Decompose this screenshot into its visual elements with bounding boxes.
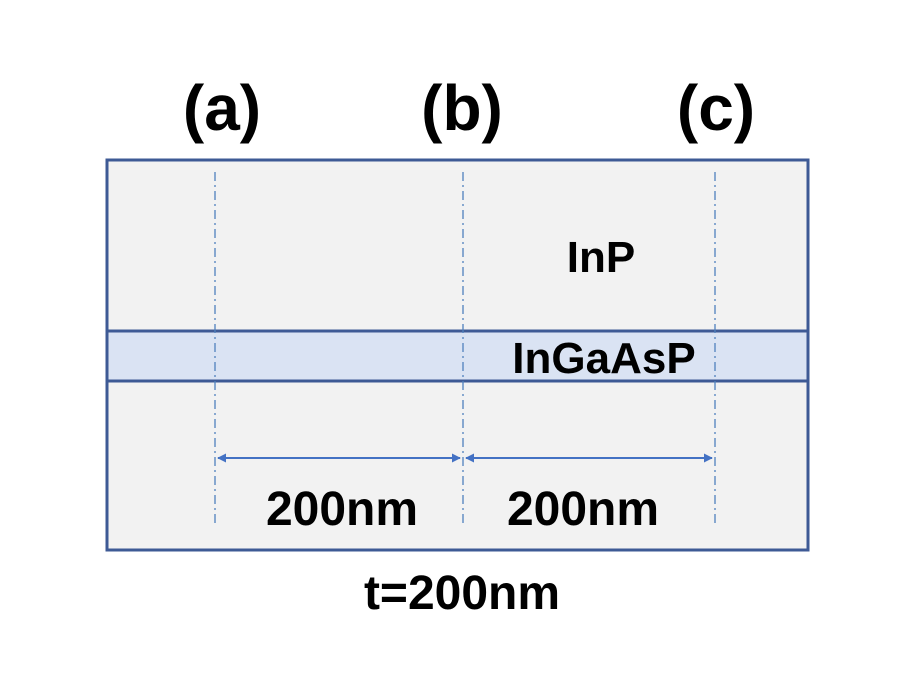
- right-span-label: 200nm: [507, 483, 659, 536]
- top-layer-label: InP: [567, 233, 635, 282]
- left-span-label: 200nm: [266, 483, 418, 536]
- thickness-label: t=200nm: [364, 567, 560, 620]
- core-layer: [105, 329, 810, 383]
- core-layer-label: InGaAsP: [512, 334, 695, 383]
- label-c: (c): [677, 72, 755, 144]
- label-a: (a): [183, 72, 261, 144]
- label-b: (b): [421, 72, 503, 144]
